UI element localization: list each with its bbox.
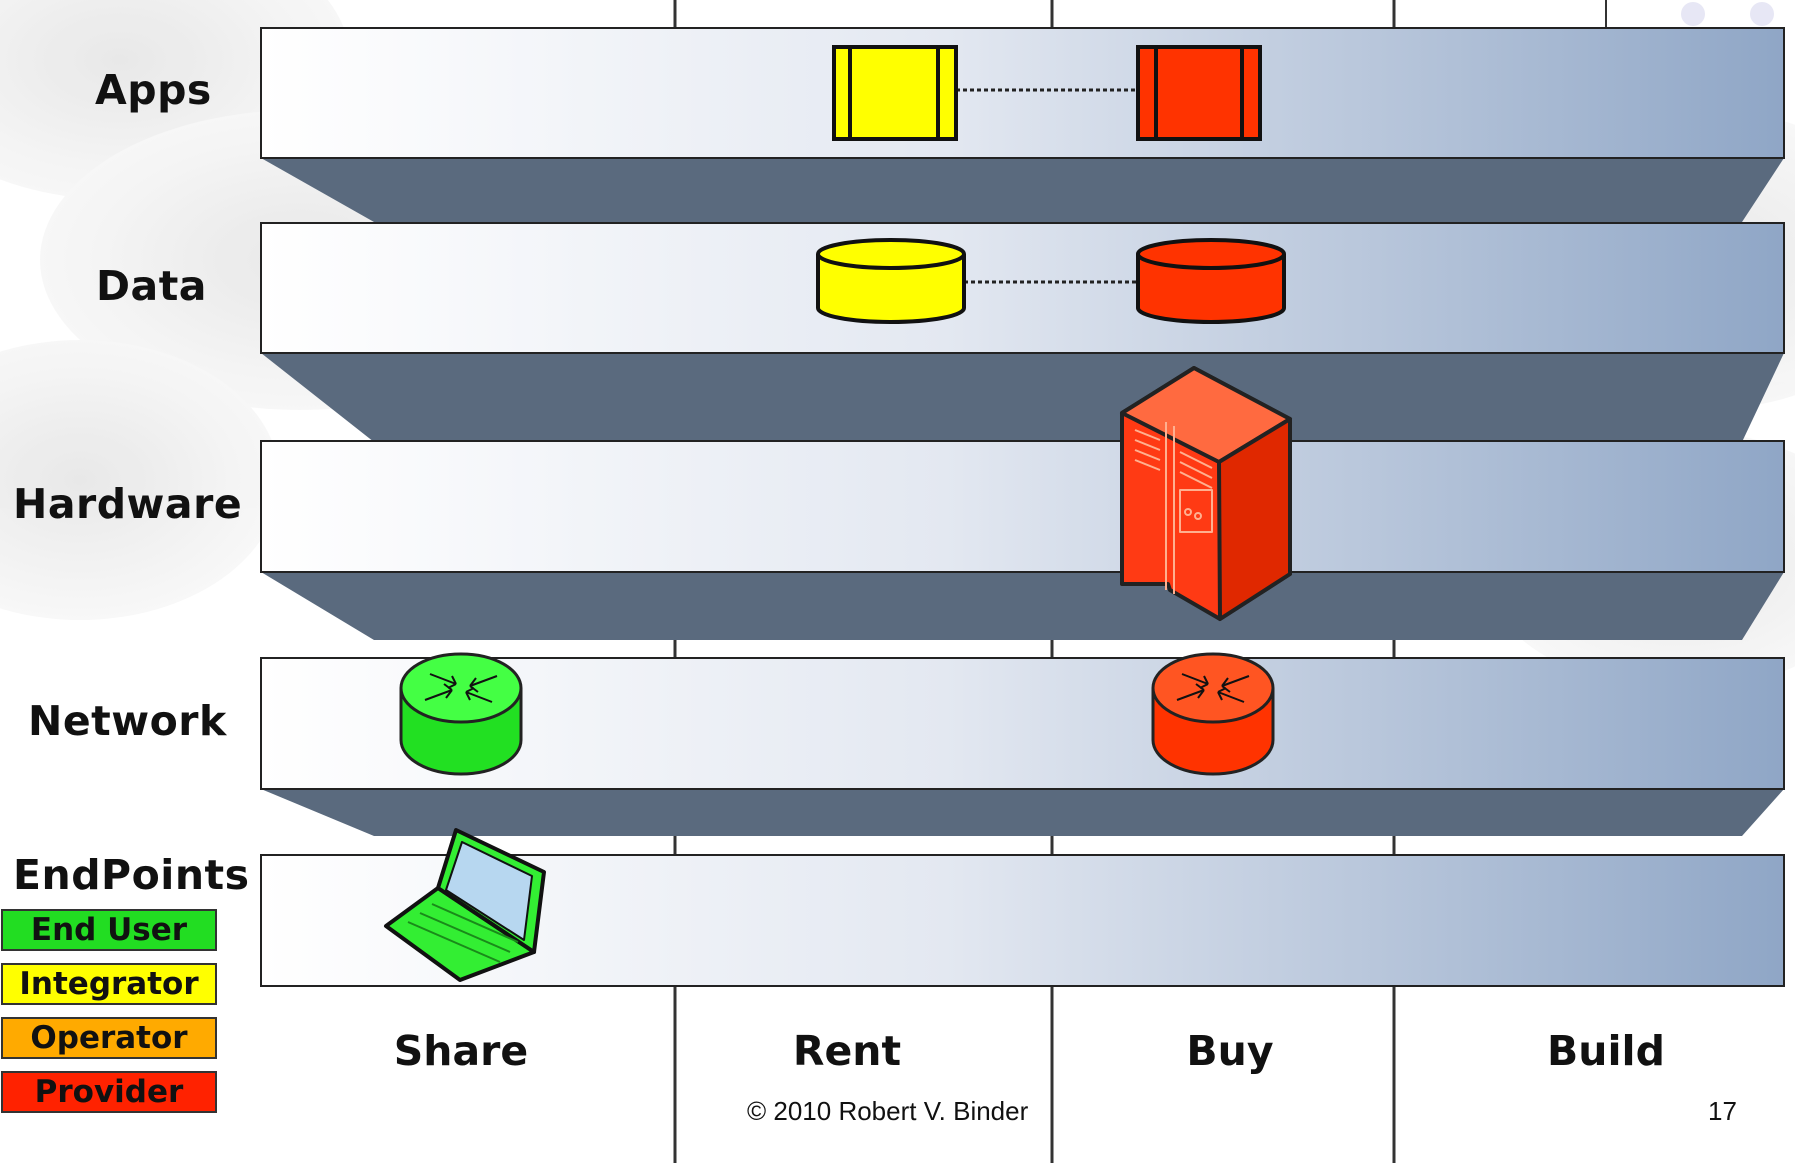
database-icon (816, 238, 966, 324)
legend-end-user: End User (1, 909, 217, 951)
slab-apps (260, 27, 1785, 159)
legend-integrator: Integrator (1, 963, 217, 1005)
slab-shadows (261, 158, 1784, 836)
laptop-icon (384, 828, 546, 982)
slab-hardware (260, 440, 1785, 573)
router-icon (399, 652, 523, 776)
layer-label-hardware: Hardware (13, 480, 243, 528)
column-label-share: Share (393, 1027, 529, 1075)
copyright-text: © 2010 Robert V. Binder (747, 1096, 1029, 1126)
database-icon (1136, 238, 1286, 324)
legend-operator: Operator (1, 1017, 217, 1059)
router-icon (1151, 652, 1275, 776)
app-module-icon (832, 45, 958, 141)
server-cabinet-icon (1120, 366, 1292, 621)
layer-label-network: Network (28, 697, 227, 745)
decor-dot (1681, 2, 1705, 26)
slab-data (260, 222, 1785, 354)
layer-slabs (260, 27, 1785, 987)
page-number: 17 (1708, 1096, 1737, 1126)
layer-label-apps: Apps (95, 66, 212, 114)
column-label-rent: Rent (792, 1027, 902, 1075)
layer-label-data: Data (96, 262, 207, 310)
decor-dot (1750, 2, 1774, 26)
column-label-build: Build (1547, 1027, 1665, 1075)
layer-label-endpoints: EndPoints (13, 851, 250, 899)
column-label-buy: Buy (1186, 1027, 1274, 1075)
app-module-icon (1136, 45, 1262, 141)
legend-provider: Provider (1, 1071, 217, 1113)
